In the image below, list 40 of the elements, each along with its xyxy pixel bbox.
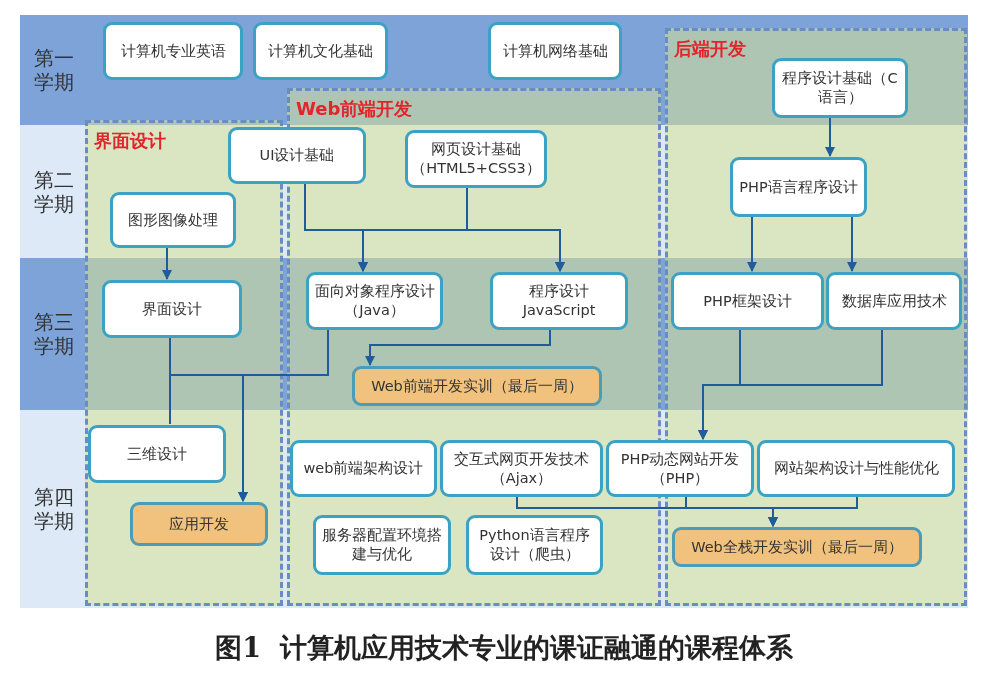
arrow	[825, 117, 835, 157]
course-box: 服务器配置环境搭建与优化	[313, 515, 451, 575]
course-box: 程序设计JavaScript	[490, 272, 628, 330]
course-box: PHP动态网站开发（PHP）	[606, 440, 754, 497]
semester-label: 第四学期	[34, 485, 75, 533]
course-box: 面向对象程序设计（Java）	[306, 272, 443, 330]
arrow	[847, 216, 857, 272]
course-box: UI设计基础	[228, 127, 366, 184]
arrow	[238, 329, 329, 502]
semester-label: 第一学期	[34, 46, 75, 94]
group-title: 界面设计	[94, 129, 166, 153]
group-title: Web前端开发	[296, 97, 413, 121]
group-title: 后端开发	[674, 37, 746, 61]
course-box: 交互式网页开发技术（Ajax）	[440, 440, 603, 497]
course-box: Python语言程序设计（爬虫）	[466, 515, 603, 575]
course-box: 三维设计	[88, 425, 226, 483]
course-box: PHP框架设计	[671, 272, 824, 330]
semester-label: 第二学期	[34, 167, 75, 216]
course-box: 界面设计	[102, 280, 242, 338]
course-box: 图形图像处理	[110, 192, 236, 248]
course-box: 网页设计基础（HTML5+CSS3）	[405, 130, 547, 188]
course-box: 网站架构设计与性能优化	[757, 440, 955, 497]
course-box: web前端架构设计	[290, 440, 437, 497]
course-box: 程序设计基础（C语言）	[772, 58, 908, 118]
arrow	[365, 329, 551, 366]
course-box: 计算机网络基础	[488, 22, 622, 80]
arrow	[162, 247, 172, 280]
group-frame	[665, 28, 967, 606]
practice-box: 应用开发	[130, 502, 268, 546]
course-box: 计算机专业英语	[103, 22, 243, 80]
figure-caption: 图1 计算机应用技术专业的课证融通的课程体系	[214, 631, 794, 665]
arrow	[698, 329, 883, 440]
semester-label: 第三学期	[34, 310, 75, 358]
arrow	[747, 216, 757, 272]
practice-box: Web全栈开发实训（最后一周）	[672, 527, 922, 567]
course-box: PHP语言程序设计	[730, 157, 867, 217]
practice-box: Web前端开发实训（最后一周）	[352, 366, 602, 406]
course-box: 计算机文化基础	[253, 22, 388, 80]
arrow	[768, 496, 858, 527]
course-box: 数据库应用技术	[826, 272, 962, 330]
